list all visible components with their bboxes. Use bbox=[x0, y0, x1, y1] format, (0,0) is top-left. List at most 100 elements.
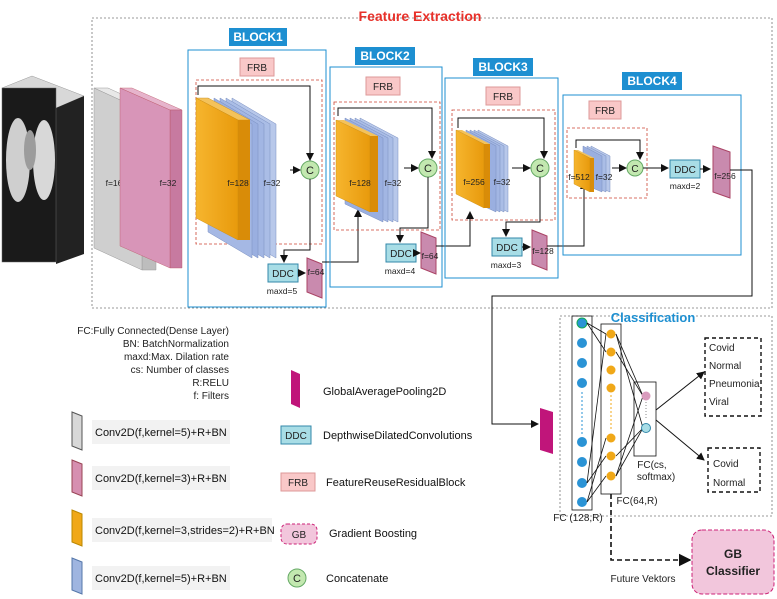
block2-filter-b: f=32 bbox=[385, 178, 402, 188]
legend-gb-icon bbox=[280, 523, 318, 545]
block3-title: BLOCK3 bbox=[478, 60, 528, 74]
block3-header bbox=[473, 58, 533, 76]
block4-frb-label: FRB bbox=[595, 106, 615, 117]
block2-skip-arrow bbox=[337, 107, 436, 159]
abbr-3: maxd:Max. Dilation rate bbox=[124, 352, 229, 363]
block2-concat-label: C bbox=[424, 163, 432, 175]
block1-title: BLOCK1 bbox=[233, 30, 283, 44]
block1-ddc-label: DDC bbox=[272, 269, 294, 280]
block4-title: BLOCK4 bbox=[627, 74, 677, 88]
legend-frb-symbol: FRB bbox=[288, 478, 308, 489]
legend-layer-pink: Conv2D(f,kernel=3)+R+BN bbox=[71, 459, 230, 497]
block1-filter-b: f=32 bbox=[264, 178, 281, 188]
block4-frb-box bbox=[566, 127, 648, 199]
output-classes-4 bbox=[704, 337, 762, 417]
ct-scan-image bbox=[1, 75, 85, 264]
block2-frb-label: FRB bbox=[373, 82, 393, 93]
future-vektors-label: Future Vektors bbox=[610, 574, 675, 585]
abbr-5: R:RELU bbox=[192, 378, 229, 389]
classifier-gap-icon bbox=[540, 408, 553, 454]
block3-frame bbox=[444, 77, 559, 279]
block3-frb-box bbox=[451, 109, 556, 221]
legend-layer-gray: Conv2D(f,kernel=5)+R+BN bbox=[71, 411, 230, 451]
feature-extraction-frame bbox=[91, 17, 773, 309]
legend-ddc-symbol: DDC bbox=[285, 431, 307, 442]
output2-class-2: Normal bbox=[713, 478, 745, 489]
gb-classifier-box bbox=[691, 529, 775, 595]
fc-connections bbox=[586, 322, 644, 503]
legend-concat-icon bbox=[287, 568, 307, 588]
fc64-label: FC(64,R) bbox=[616, 496, 657, 507]
block1-frame bbox=[187, 49, 327, 308]
legend-concat-symbol: C bbox=[293, 573, 301, 585]
block3-maxd: maxd=3 bbox=[491, 260, 522, 270]
feature-extraction-title: Feature Extraction bbox=[359, 8, 482, 24]
legend-pink-label: Conv2D(f,kernel=3)+R+BN bbox=[95, 473, 227, 485]
feature-to-classifier-arrow bbox=[491, 169, 753, 428]
output4-class-4: Viral bbox=[709, 397, 729, 408]
block4-maxd: maxd=2 bbox=[670, 181, 701, 191]
block1-to-block2-arrow bbox=[322, 209, 362, 263]
output2-class-1: Covid bbox=[713, 459, 739, 470]
legend-ddc-icon bbox=[280, 425, 312, 445]
block3-pool-label: f=128 bbox=[532, 246, 554, 256]
block2-maxd: maxd=4 bbox=[385, 266, 416, 276]
softmax-to-output2-arrow bbox=[655, 419, 705, 461]
gb-classifier-label-2: Classifier bbox=[706, 564, 760, 578]
block1-conv-stack bbox=[195, 97, 277, 259]
gb-classifier-label-1: GB bbox=[724, 547, 742, 561]
block4-skip-arrow bbox=[575, 139, 644, 160]
output-classes-2 bbox=[707, 447, 761, 493]
input-conv-pink bbox=[119, 87, 183, 269]
block4-filter-b: f=32 bbox=[596, 172, 613, 182]
block1-header bbox=[229, 28, 287, 46]
block3-filter-a: f=256 bbox=[463, 177, 485, 187]
block4-ddc-label: DDC bbox=[674, 165, 696, 176]
block2-frame bbox=[329, 66, 443, 288]
block1-maxd: maxd=5 bbox=[267, 286, 298, 296]
legend-gb-symbol: GB bbox=[292, 530, 307, 541]
block4-concat-label: C bbox=[631, 164, 638, 175]
legend-frb-icon bbox=[280, 472, 316, 492]
block2-filter-a: f=128 bbox=[349, 178, 371, 188]
block3-skip-arrow bbox=[457, 117, 548, 159]
block1-gap-icon bbox=[306, 257, 323, 299]
output4-class-2: Normal bbox=[709, 361, 741, 372]
output4-class-1: Covid bbox=[709, 343, 735, 354]
classification-frame bbox=[559, 315, 773, 517]
output4-class-3: Pneumonia bbox=[709, 379, 760, 390]
block2-header bbox=[355, 47, 415, 65]
abbr-2: BN: BatchNormalization bbox=[123, 339, 229, 350]
fc-softmax-layer bbox=[633, 381, 657, 457]
block4-frb-badge bbox=[588, 100, 622, 120]
fc128-label: FC (128,R) bbox=[553, 513, 602, 524]
abbr-6: f: Filters bbox=[193, 391, 229, 402]
fc-softmax-label-1: FC(cs, bbox=[637, 460, 666, 471]
legend-gb-label: Gradient Boosting bbox=[329, 528, 417, 540]
block4-frame bbox=[562, 94, 742, 256]
legend-orange-label: Conv2D(f,kernel=3,strides=2)+R+BN bbox=[95, 525, 275, 537]
block4-header bbox=[622, 72, 682, 90]
block2-frb-badge bbox=[365, 76, 401, 96]
block3-ddc-label: DDC bbox=[496, 243, 518, 254]
block4-conv-stack bbox=[573, 145, 611, 193]
classification-title: Classification bbox=[611, 310, 696, 325]
block1-frb-badge bbox=[239, 57, 275, 77]
block2-pool-label: f=64 bbox=[422, 251, 439, 261]
fc-softmax-label-2: softmax) bbox=[637, 472, 675, 483]
block1-pool-label: f=64 bbox=[308, 267, 325, 277]
block1-concat-to-ddc bbox=[280, 179, 311, 263]
legend-concat-label: Concatenate bbox=[326, 573, 388, 585]
abbreviation-list: FC:Fully Connected(Dense Layer) BN: Batc… bbox=[77, 326, 229, 402]
block3-concat-label: C bbox=[536, 163, 544, 175]
block3-gap-icon bbox=[531, 229, 548, 271]
future-vektors-arrow bbox=[610, 494, 692, 567]
input-label-f32: f=32 bbox=[160, 178, 177, 188]
block3-frb-badge bbox=[485, 86, 521, 106]
block2-concat-to-ddc bbox=[396, 177, 429, 243]
block3-to-block4-arrow bbox=[547, 181, 588, 247]
block3-concat-to-ddc bbox=[502, 177, 541, 237]
legend-layer-blue: Conv2D(f,kernel=5)+R+BN bbox=[71, 557, 230, 595]
block1-frb-label: FRB bbox=[247, 63, 267, 74]
